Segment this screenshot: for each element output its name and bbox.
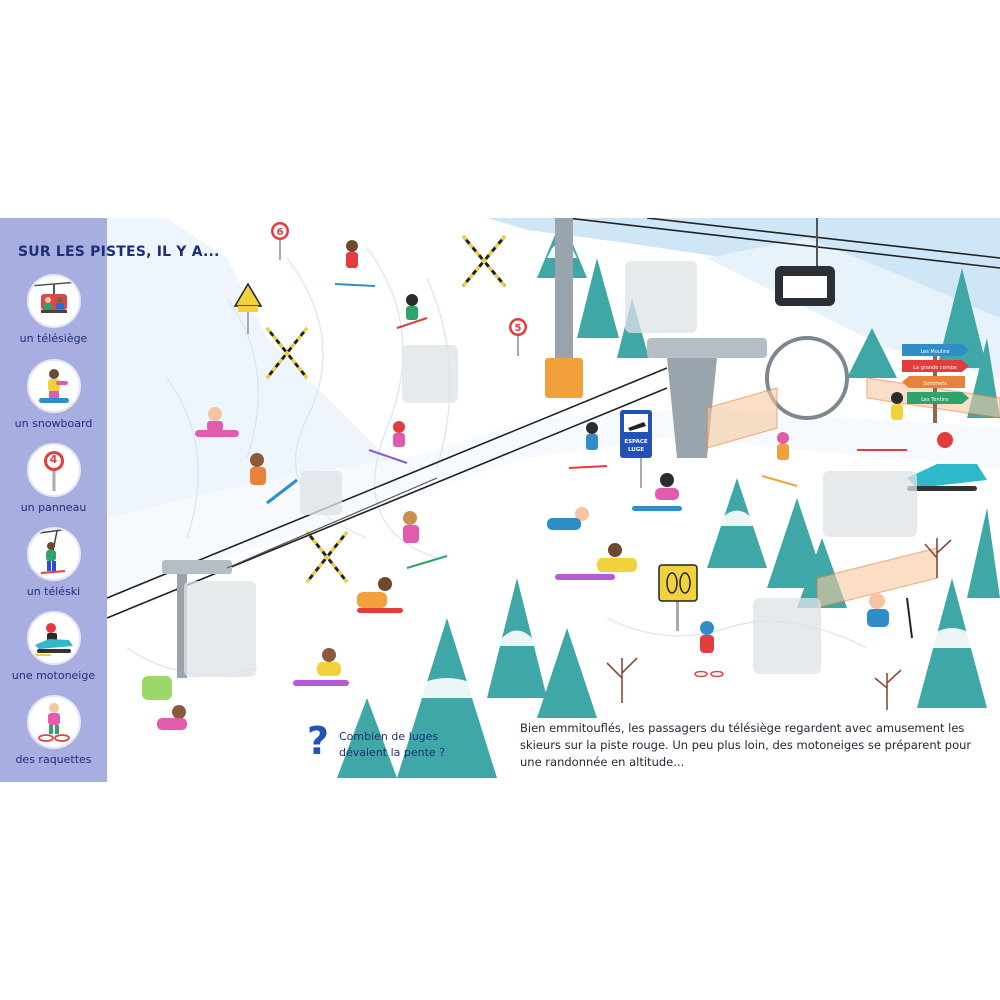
chairlift-chair: [775, 218, 835, 306]
chairlift-pylon: [545, 218, 849, 458]
legend-item-chairlift[interactable]: un télésiège: [0, 274, 107, 345]
legend-item-snowshoes[interactable]: des raquettes: [0, 695, 107, 766]
sledder: [357, 577, 403, 613]
ski-lift-rider: [403, 511, 448, 569]
legend-item-snowboard[interactable]: un snowboard: [0, 359, 107, 430]
sign-icon: 4: [26, 443, 81, 497]
hiker: [867, 593, 913, 639]
direction-label-4: Les Tontins: [921, 397, 949, 403]
direction-signpost: [902, 344, 969, 423]
skier: [396, 294, 428, 329]
legend-label: un snowboard: [14, 417, 93, 430]
legend-label: un téléski: [26, 585, 81, 598]
skier: [334, 240, 376, 287]
espace-luge-label-1: ESPACE: [624, 439, 648, 445]
direction-label-2: La grande combe: [913, 365, 957, 371]
sign-number: 4: [49, 453, 58, 466]
legend-label: un panneau: [20, 501, 87, 514]
skier: [368, 421, 408, 464]
snowshoes-icon: [26, 695, 81, 749]
piste-sign-5: [509, 318, 527, 356]
snowmobile-icon: [26, 611, 81, 665]
legend-label: une motoneige: [11, 669, 96, 682]
chairlift-icon: [26, 274, 81, 328]
people: [142, 240, 987, 730]
skier: [250, 453, 298, 505]
question-mark-icon: ?: [307, 719, 330, 763]
legend-item-ski-lift[interactable]: un téléski: [0, 527, 107, 598]
ski-lift-tower: [162, 477, 438, 678]
chairlift-cables: [106, 218, 1000, 619]
story-text: Bien emmitouflés, les passagers du télés…: [520, 721, 972, 769]
question-text: Combien de luges dévalent la pente ?: [339, 730, 446, 759]
snowboard-icon: [26, 359, 81, 413]
direction-label-3: Sommets: [923, 381, 947, 387]
snowmobile: [907, 432, 987, 491]
book-spread: un télésiège un snowboard: [0, 218, 1000, 782]
espace-luge-label-2: LUGE: [628, 447, 644, 453]
ski-lift-icon: [26, 527, 81, 581]
legend-sidebar: un télésiège un snowboard: [0, 218, 107, 782]
skier: [857, 392, 907, 451]
page-title: SUR LES PISTES, IL Y A...: [18, 244, 220, 260]
legend-label: un télésiège: [19, 332, 88, 345]
scene-illustration: 6 5: [106, 218, 1000, 782]
piste-sign-6: [271, 222, 289, 260]
skier: [761, 432, 798, 487]
legend-item-sign[interactable]: 4 un panneau: [0, 443, 107, 514]
sledder: [293, 648, 349, 686]
ski-slope-scene: 6 5: [106, 218, 1000, 782]
sledder: [632, 473, 682, 511]
direction-label-1: Les Moulins: [920, 349, 949, 355]
warning-sign-icon: [233, 282, 263, 334]
piste-sign-5-label: 5: [515, 323, 522, 334]
sledder: [547, 507, 589, 530]
skier: [568, 422, 608, 469]
piste-sign-6-label: 6: [277, 227, 284, 238]
espace-luge-sign: [620, 410, 652, 488]
question-callout: ? Combien de luges dévalent la pente ?: [307, 719, 487, 773]
sledder: [142, 676, 187, 730]
snowshoe-trail-sign: [658, 564, 698, 631]
hidden-item-placeholders: [184, 261, 917, 677]
shrubs: [606, 538, 952, 710]
legend-label: des raquettes: [15, 753, 92, 766]
snowshoer: [694, 621, 724, 678]
legend-item-snowmobile[interactable]: une motoneige: [0, 611, 107, 682]
sledder: [555, 543, 637, 580]
snowboarder: [195, 407, 239, 437]
